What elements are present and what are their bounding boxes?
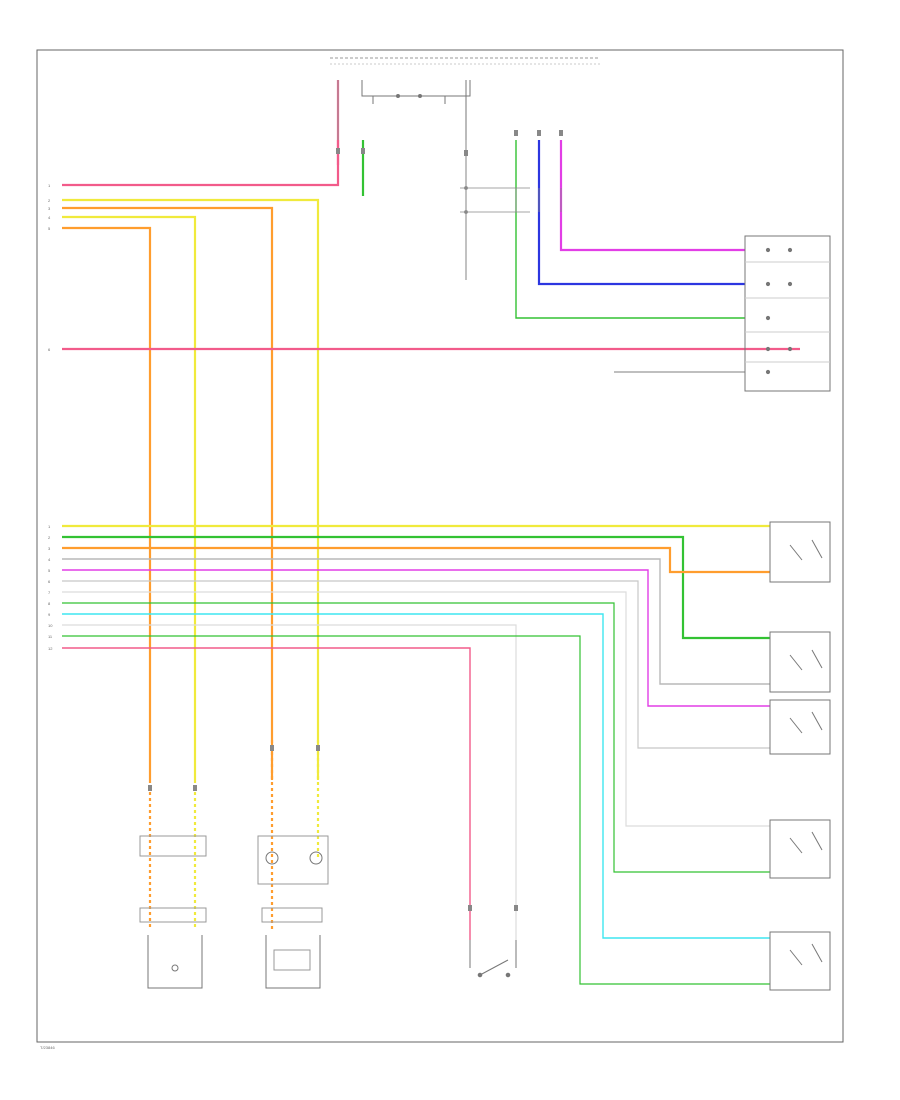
pin-label: 12 [48,646,53,651]
wire-pink-top [62,80,340,187]
wire-yellow-2 [62,215,197,780]
pin-label: 5 [48,568,51,573]
left-buckle-sensor [139,835,207,989]
junction-dot [464,210,468,214]
wire-green-top [515,140,745,319]
pin-label: 8 [48,601,51,606]
switch-icon [769,521,831,583]
wire-gray-3 [62,558,770,685]
pin-label: 7 [48,590,51,595]
sensor-icon [265,935,321,989]
wire-cyan-7 [62,613,770,939]
left-connector-top: 1 2 3 4 5 6 [48,183,51,352]
pin-label: 3 [48,206,51,211]
pin-label: 11 [48,634,53,639]
wire-orange-1 [62,206,274,780]
switch-icon [769,931,831,991]
top-switch-assembly [337,80,471,140]
wire-lightgray-8 [62,624,517,940]
switch-icon [769,819,831,879]
terminal-dot [765,346,771,352]
switch-contact-icon [418,94,422,98]
wire-magenta-top [559,140,745,252]
pin-label: 2 [48,535,51,540]
terminal-dot [787,281,793,287]
pin-label: 3 [48,546,51,551]
rear-buckle-switch [469,940,517,978]
pin-label: 1 [48,524,51,529]
wire-blue-top [537,140,745,286]
terminal-dot [765,369,771,375]
terminal-dot [787,247,793,253]
pin-label: 6 [48,579,51,584]
pin-label: 9 [48,612,51,617]
pin-label: 5 [48,226,51,231]
diagram-frame [36,49,844,1043]
pin-label: 4 [48,215,51,220]
sensor-icon [147,935,203,989]
page-code: T/23846 [40,1045,55,1050]
pin-label: 10 [48,623,53,628]
switch-icon [769,631,831,693]
motor-icon [309,851,323,865]
wire-orange-2 [62,226,152,780]
front-switch-block [744,235,831,392]
wire-pink-10 [62,647,471,940]
wire-magenta-3 [62,569,770,707]
wire-gray-4 [62,580,770,749]
wire-yellow-1 [62,198,320,780]
wire-green-6 [62,602,770,873]
terminal-dot [787,346,793,352]
wire-orange-3 [62,546,770,574]
seat-switch-modules [769,521,831,991]
junction-dot [464,186,468,190]
terminal-dot [765,281,771,287]
switch-icon [769,699,831,755]
connector-icon [148,130,563,911]
terminal-dot [765,315,771,321]
pin-label: 4 [48,557,51,562]
wire-green-3 [62,535,770,640]
switch-contact-icon [396,94,400,98]
terminal-dot [765,247,771,253]
motor-icon [265,851,279,865]
bottom-dashed-wires [148,740,320,930]
pin-label: 6 [48,347,51,352]
left-connector-bottom: 1 2 3 4 5 6 7 8 9 10 11 12 [48,524,53,651]
wire-lightgray-5 [62,591,770,827]
wire-group [62,80,800,985]
passenger-sensor-module [257,835,329,989]
pin-label: 1 [48,183,51,188]
center-sensor-junction [460,186,562,214]
pin-label: 2 [48,198,51,203]
wire-green-9 [62,635,770,985]
